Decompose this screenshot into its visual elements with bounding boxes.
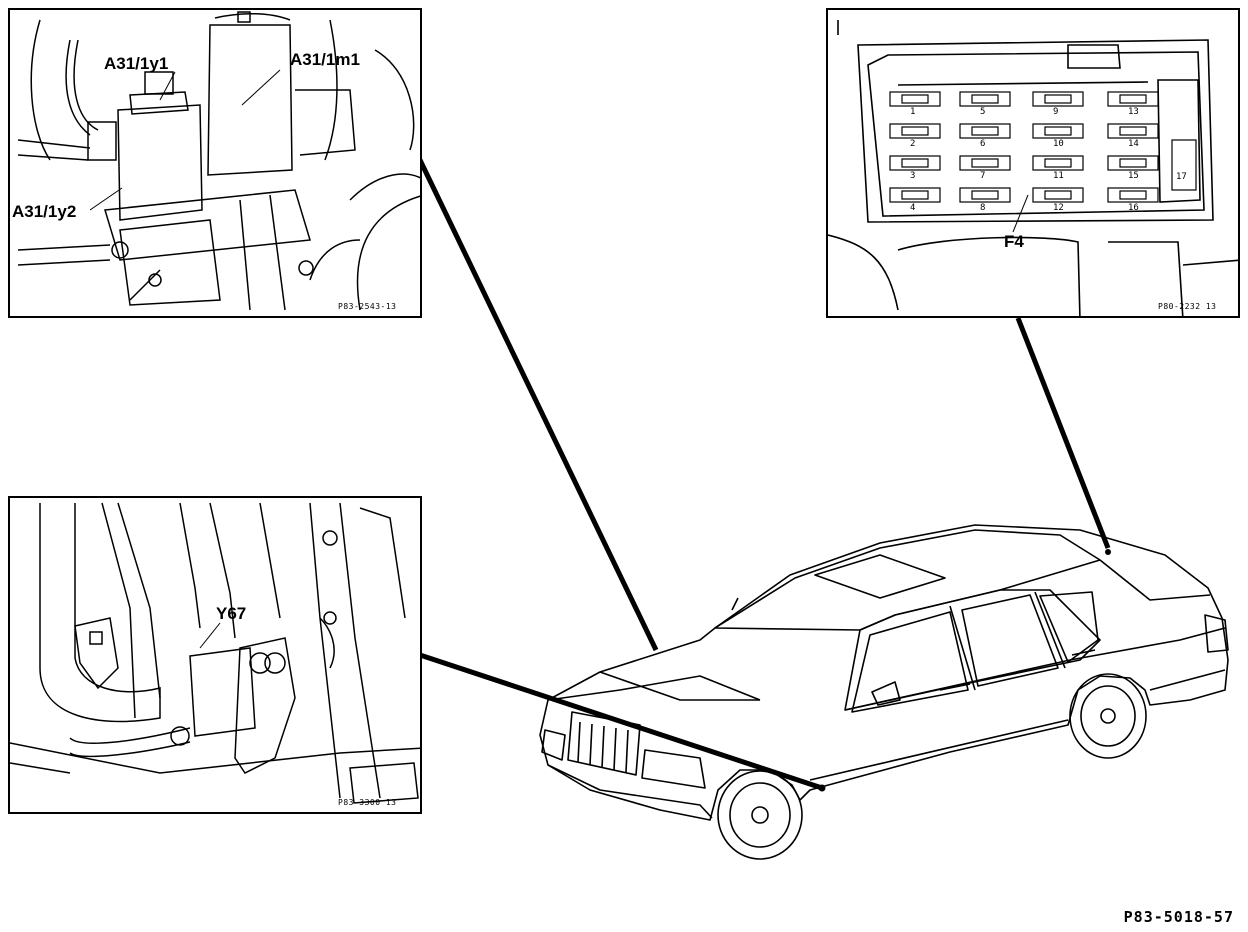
fuse-number: 9 [1053, 107, 1059, 117]
fuse-number: 14 [1128, 139, 1139, 149]
fuse-body [901, 190, 929, 200]
fuse-grid [889, 91, 1197, 203]
fuse-slot [959, 123, 1011, 139]
pump-panel-reference: P83-2543-13 [338, 302, 397, 311]
fuse-slot [889, 187, 941, 203]
leader-line-pump [417, 158, 659, 652]
fuse-number: 8 [980, 203, 986, 213]
figure-number: P83-5018-57 [1123, 908, 1234, 926]
fuse-body [1119, 126, 1147, 136]
fuse-number: 17 [1176, 172, 1187, 182]
valve-panel-reference: P83-3300 13 [338, 798, 397, 807]
pump-unit-panel: A31/1y1 A31/1m1 A31/1y2 P83-2543-13 [8, 8, 422, 318]
car-illustration [539, 524, 1229, 860]
fuse-body [901, 158, 929, 168]
fuse-number: 2 [910, 139, 916, 149]
fuse-body [901, 94, 929, 104]
fuse-slot [1032, 91, 1084, 107]
leader-line-fusebox [1015, 317, 1111, 549]
fuse-slot [1107, 123, 1159, 139]
fuse-slot [889, 155, 941, 171]
fuse-number: 16 [1128, 203, 1139, 213]
fuse-body [1119, 158, 1147, 168]
fuse-number: 3 [910, 171, 916, 181]
fuse-body [971, 94, 999, 104]
fuse-number: 13 [1128, 107, 1139, 117]
fuse-number: 4 [910, 203, 916, 213]
fuse-slot [959, 91, 1011, 107]
fuse-slot [1107, 155, 1159, 171]
fuse-body [971, 126, 999, 136]
fuse-number: 15 [1128, 171, 1139, 181]
fuse-body [1044, 158, 1072, 168]
fusebox-location-dot [1105, 549, 1111, 555]
fuse-body [971, 158, 999, 168]
fuse-number: 1 [910, 107, 916, 117]
label-a31-1y2: A31/1y2 [12, 202, 77, 221]
fuse-slot [889, 123, 941, 139]
fuse-number: 6 [980, 139, 986, 149]
fuse-body [901, 126, 929, 136]
fuse-slot [1107, 91, 1159, 107]
fuse-number: 11 [1053, 171, 1064, 181]
fuse-number: 5 [980, 107, 986, 117]
fusebox-drawing [828, 20, 1238, 316]
fuse-slot [1171, 139, 1197, 191]
label-a31-1y1: A31/1y1 [104, 54, 169, 73]
fuse-body [1119, 190, 1147, 200]
fuse-body [971, 190, 999, 200]
fuse-body [1044, 190, 1072, 200]
fuse-number: 12 [1053, 203, 1064, 213]
label-a31-1m1: A31/1m1 [290, 50, 360, 69]
fuse-slot [1032, 187, 1084, 203]
pump-unit-drawing [17, 11, 420, 311]
fuse-slot [889, 91, 941, 107]
fuse-body [1119, 94, 1147, 104]
fuse-body [1044, 126, 1072, 136]
fuse-body [1044, 94, 1072, 104]
fuse-slot [1032, 155, 1084, 171]
valve-location-dot [818, 784, 826, 792]
label-f4: F4 [1004, 232, 1024, 251]
valve-panel: Y67 P83-3300 13 [8, 496, 422, 814]
fuse-slot [959, 155, 1011, 171]
fusebox-panel-reference: P80-2232 13 [1158, 302, 1217, 311]
valve-drawing [10, 502, 420, 804]
fuse-slot [1107, 187, 1159, 203]
fuse-slot [959, 187, 1011, 203]
fuse-number: 7 [980, 171, 986, 181]
fuse-slot [1032, 123, 1084, 139]
label-y67: Y67 [216, 604, 247, 623]
fuse-number: 10 [1053, 139, 1064, 149]
